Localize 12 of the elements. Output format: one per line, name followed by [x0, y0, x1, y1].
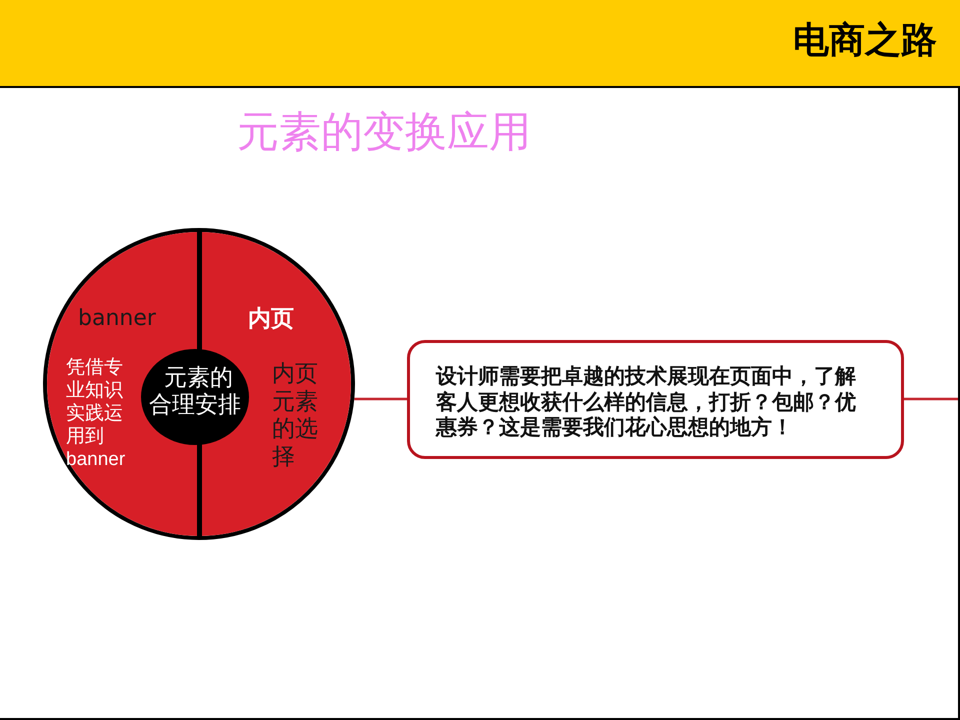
callout-text: 设计师需要把卓越的技术展现在页面中，了解客人更想收获什么样的信息，打折？包邮？优惠券？这是需要我们花心思想的地方！	[436, 364, 857, 440]
segment-heading: 内页	[248, 305, 294, 333]
segment-heading: banner	[78, 305, 156, 333]
segment-text: 凭借专业知识实践运用到banner	[66, 356, 126, 471]
connector-line	[904, 398, 958, 400]
segment-text: 内页元素的选择	[272, 361, 319, 471]
split-circle	[43, 228, 355, 540]
callout-box	[407, 340, 904, 459]
connector-line	[354, 398, 407, 400]
circle-label: 元素的合理安排	[148, 365, 242, 419]
slide-title: 元素的变换应用	[237, 106, 531, 158]
header-label: 电商之路	[793, 19, 937, 63]
